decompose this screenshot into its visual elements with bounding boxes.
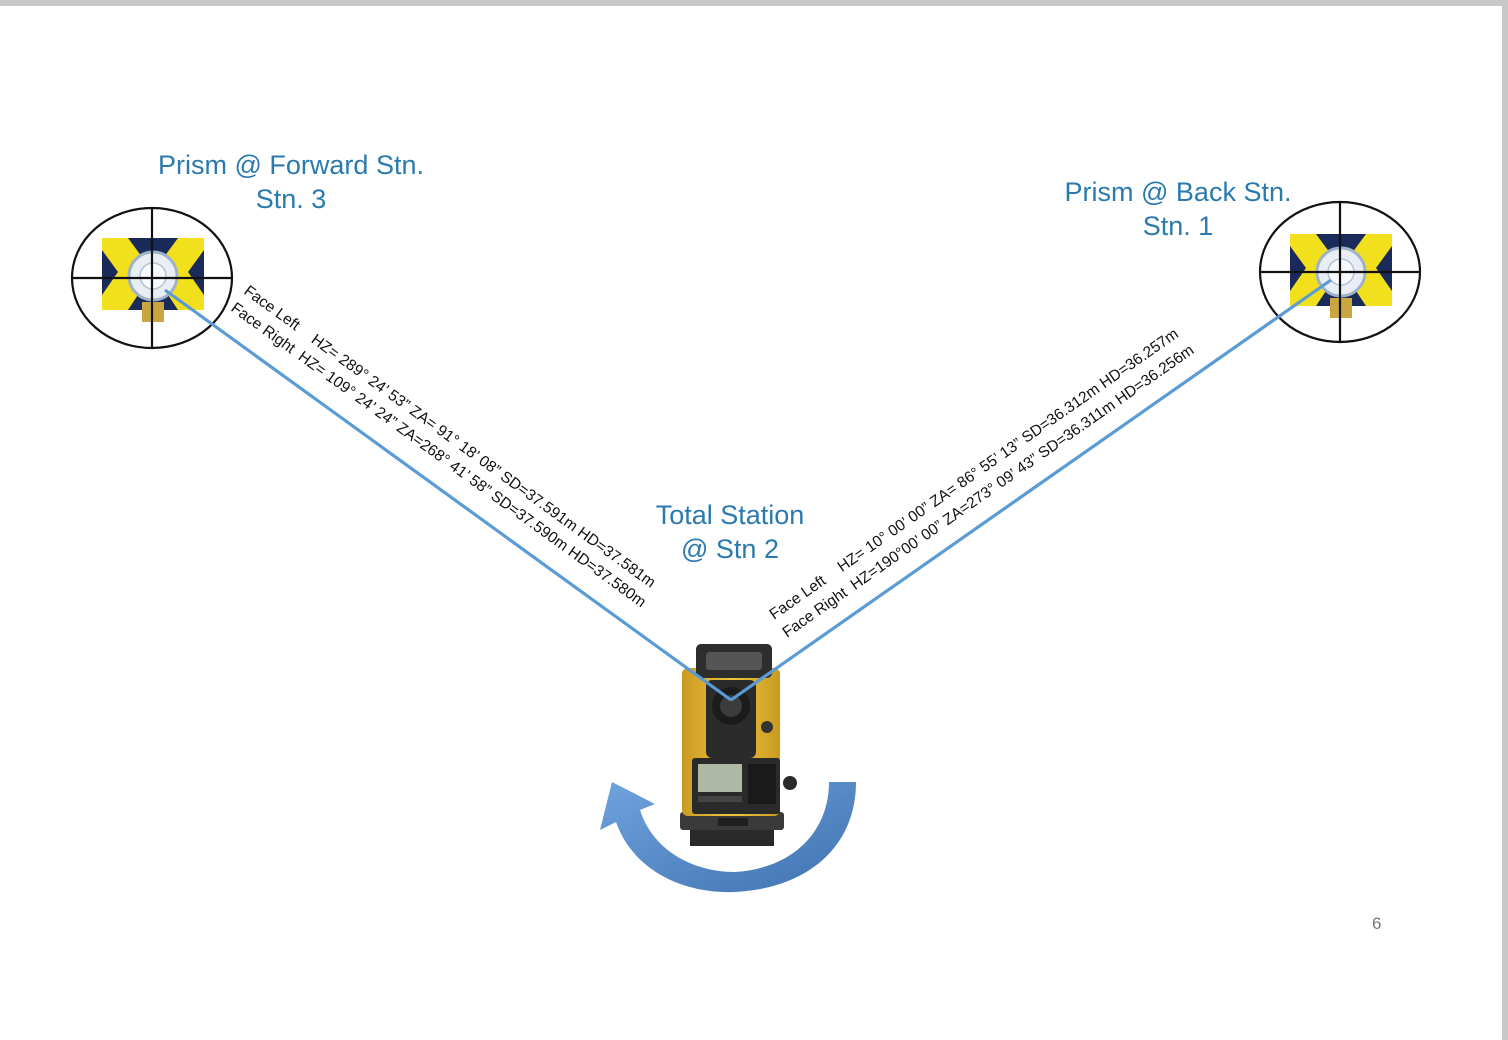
frame-right-border xyxy=(1502,0,1508,1040)
sight-line-forward xyxy=(164,288,732,702)
forward-prism xyxy=(70,206,234,350)
frame-top-border xyxy=(0,0,1508,6)
back-face-left-values: HZ= 10° 00’ 00” ZA= 86° 55’ 13” SD=36.31… xyxy=(835,325,1182,575)
instrument-title-line1: Total Station xyxy=(655,500,805,530)
forward-station-title-line2: Stn. 3 xyxy=(255,184,327,214)
back-obs-face-left: Face Left HZ= 10° 00’ 00” ZA= 86° 55’ 13… xyxy=(767,325,1182,623)
back-station-title-line1: Prism @ Back Stn. xyxy=(1064,177,1292,207)
back-obs-face-right: Face Right HZ=190°00’ 00” ZA=273° 09’ 43… xyxy=(780,342,1198,642)
forward-obs-face-right: Face Right HZ= 109° 24’ 24” ZA=268° 41’ … xyxy=(228,299,649,611)
forward-station-title: Prism @ Forward Stn. Stn. 3 xyxy=(141,148,441,216)
rotation-arrow xyxy=(600,782,856,893)
forward-station-title-line1: Prism @ Forward Stn. xyxy=(158,150,424,180)
back-face-right-values: HZ=190°00’ 00” ZA=273° 09’ 43” SD=36.311… xyxy=(848,342,1198,594)
instrument-station-title: Total Station @ Stn 2 xyxy=(630,498,830,566)
back-station-title: Prism @ Back Stn. Stn. 1 xyxy=(1053,175,1303,243)
back-station-title-line2: Stn. 1 xyxy=(1142,211,1214,241)
instrument-title-line2: @ Stn 2 xyxy=(681,534,779,564)
forward-face-left-values: HZ= 289° 24’ 53” ZA= 91° 18’ 08” SD=37.5… xyxy=(308,331,659,591)
back-prism xyxy=(1258,200,1422,344)
page-number: 6 xyxy=(1372,914,1382,933)
forward-obs-face-left: Face Left HZ= 289° 24’ 53” ZA= 91° 18’ 0… xyxy=(241,282,659,591)
sight-line-back xyxy=(730,278,1332,702)
total-station-instrument xyxy=(680,644,797,846)
forward-face-right-values: HZ= 109° 24’ 24” ZA=268° 41’ 58” SD=37.5… xyxy=(295,348,649,611)
